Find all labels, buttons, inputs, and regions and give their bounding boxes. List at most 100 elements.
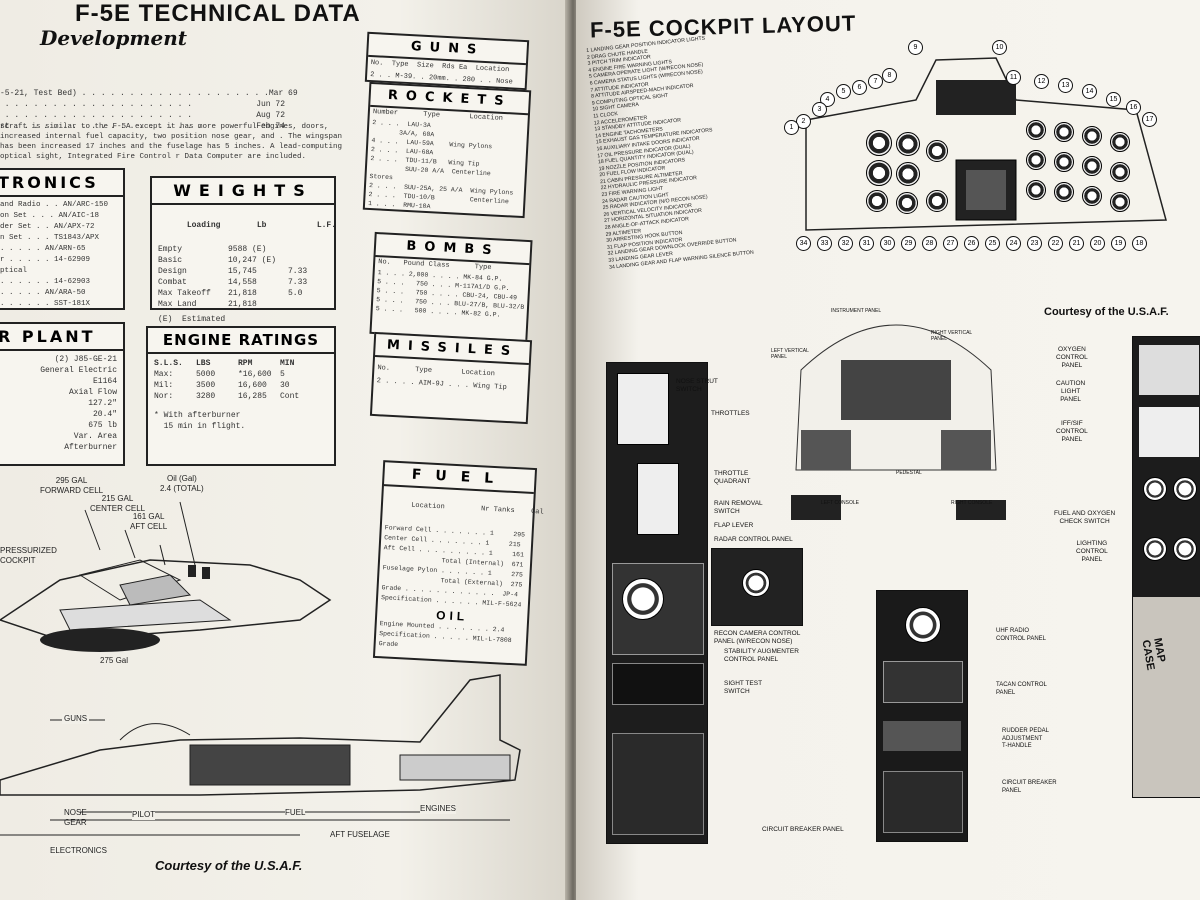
development-row: . . . . . . . . . . . . . . . . . . . .A… [0,110,285,121]
callout-number: 28 [922,236,937,251]
electronics-row: . . . . . AN/ARA-50 [0,289,86,297]
development-row: st . . . . . . . . . . . . . . . . . . .… [0,121,285,132]
development-row: . . . . . . . . . . . . . . . . . . . . J… [0,99,285,110]
engine-ratings-col: S.L.S. [154,359,183,368]
callout-label: UHF RADIO CONTROL PANEL [996,628,1047,642]
left-page: F-5E TECHNICAL DATA Development -5-21, T… [0,0,570,900]
weights-name: Combat [158,278,187,287]
callout-number: 32 [838,236,853,251]
throttle-quadrant-panel [606,362,708,844]
callout-label: STABILITY AUGMENTER CONTROL PANEL [724,648,799,663]
cockpit-label: INSTRUMENT PANEL [831,308,882,314]
side-view-diagram: GUNS NOSE GEAR PILOT FUEL ENGINES AFT FU… [0,670,540,856]
bombs-box: BOMBS No. Pound Class Type 1 . . . 2,000… [369,231,533,343]
instrument-gauge [1110,162,1130,182]
powerplant-row: (2) J85-GE-21 [54,355,117,364]
weights-lb: 15,745 [228,267,257,276]
electronics-row: . . . . . AN/ARN-65 [0,245,86,253]
engine-ratings-cell: 3280 [196,392,216,401]
callout-number: 10 [992,40,1007,55]
guns-box: GUNS No. Type Size Rds Ea Location 2 . .… [364,31,530,91]
callout-number: 2 [796,114,811,129]
development-description: rcraft is similar to the F-5A except it … [0,123,343,161]
fuel-col-tanks: Nr Tanks [480,505,515,516]
development-row: -5-21, Test Bed) . . . . . . . . . . . .… [0,88,298,99]
electronics-row: r . . . . . 14-62909 [0,256,91,264]
weights-lb: 14,558 [228,278,257,287]
instrument-gauge [866,190,888,212]
development-label: st . . . . . . . . . . . . . . . . . . .… [0,122,202,131]
radar-control-panel [711,548,803,626]
weights-lb: 21,818 [228,300,257,309]
electronics-label: ELECTRONICS [50,846,107,856]
instrument-gauge [926,190,948,212]
callout-label: FUEL AND OXYGEN CHECK SWITCH [1054,510,1116,525]
fuel-col-gal: Gal [530,507,544,517]
weights-heading: WEIGHTS [152,178,334,205]
powerplant-heading: R PLANT [0,324,123,351]
callout-number: 11 [1006,70,1021,85]
instrument-gauge [866,130,892,156]
weights-col-lb: Lb [256,221,267,230]
electronics-row: . . . . . . SST-181X [0,300,91,308]
cockpit-legend: 1 LANDING GEAR POSITION INDICATOR LIGHTS… [586,28,798,271]
callout-number: 17 [1142,112,1157,127]
instrument-gauge [1082,186,1102,206]
aft-cell-label: 161 GAL AFT CELL [130,512,168,531]
callout-number: 12 [1034,74,1049,89]
electronics-row: and Radio . . AN/ARC-150 [0,201,109,209]
center-stack-panel [876,590,968,842]
development-label: . . . . . . . . . . . . . . . . . . . . [0,100,193,109]
courtesy-right: Courtesy of the U.S.A.F. [1044,306,1169,318]
rockets-box: ROCKETS Number Type Location 2 . . . LAU… [362,81,532,219]
weights-name: Basic [158,256,183,265]
instrument-panel-outline [805,57,1167,231]
development-date: Aug 72 [256,111,285,120]
engine-ratings-cell: Max: [154,370,174,379]
engine-ratings-cell: 3500 [196,381,216,390]
fuel-cell-drawing [0,501,332,652]
pylon-fuel-label: 275 Gal [100,656,129,665]
electronics-row: n Set . . . TS1843/APX [0,234,100,242]
instrument-gauge [1082,126,1102,146]
callout-number: 13 [1058,78,1073,93]
development-heading: Development [40,26,188,50]
development-date: Mar 69 [268,89,298,98]
fuel-col-location: Location [410,501,445,512]
callout-number: 1 [784,120,799,135]
callout-label: TACAN CONTROL PANEL [996,682,1047,696]
cockpit-label: LEFT CONSOLE [821,500,859,506]
development-date: Jun 72 [256,100,285,109]
missiles-box: MISSILES No. Type Location 2 . . . . AIM… [369,331,533,425]
engine-ratings-cell: Mil: [154,381,174,390]
instrument-gauge [1026,180,1046,200]
weights-lb: 21,818 [228,289,257,298]
engine-ratings-cell: 5 [280,370,285,379]
callout-label: RUDDER PEDAL ADJUSTMENT T-HANDLE [1002,728,1050,749]
engine-ratings-col: RPM [238,359,253,368]
engine-ratings-cell: 5000 [196,370,216,379]
instrument-gauge [1026,120,1046,140]
callout-number: 30 [880,236,895,251]
callout-label: NOSE STRUT SWITCH [676,378,718,393]
forward-cell-label: 295 GAL FORWARD CELL [40,476,104,495]
aft-fuselage-label: AFT FUSELAGE [330,830,390,840]
electronics-row: ptical [0,267,28,275]
instrument-gauge [926,140,948,162]
